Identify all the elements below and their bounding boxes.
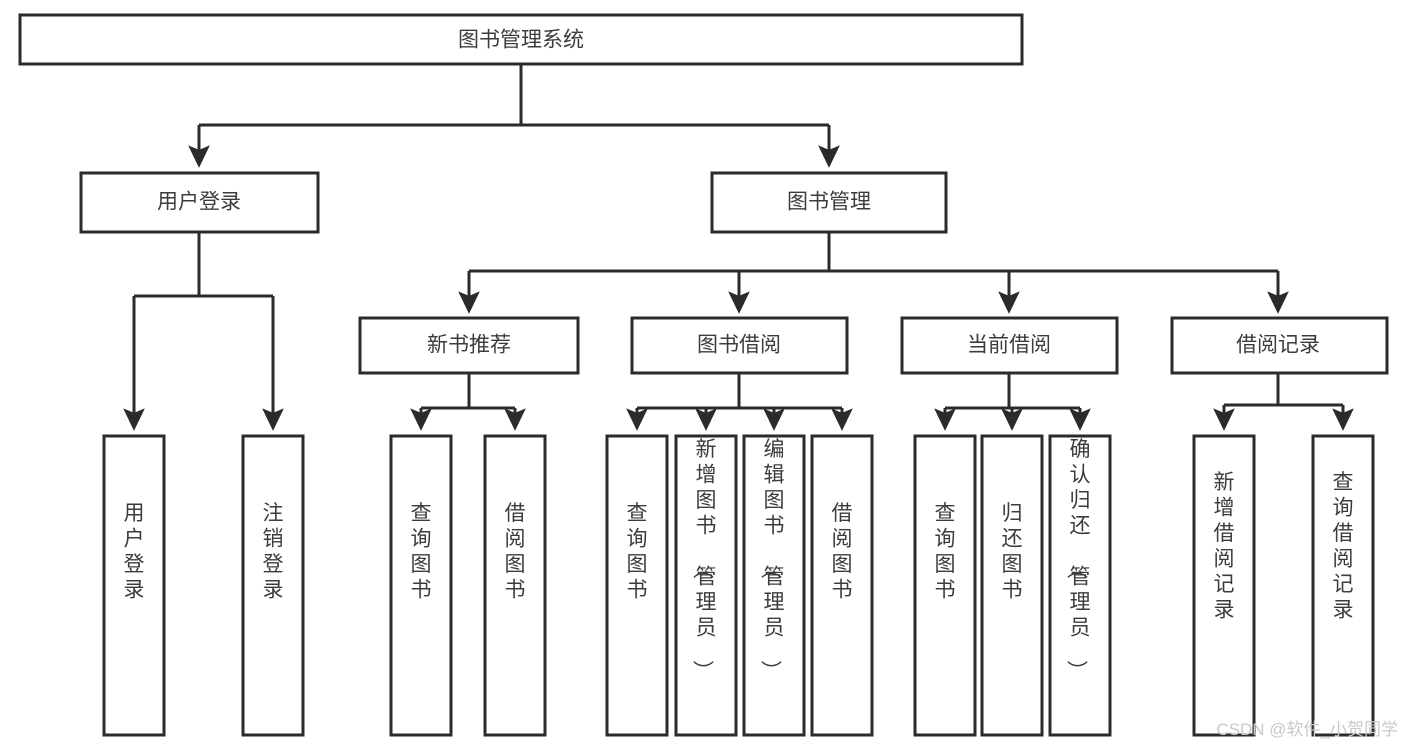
node-current-borrow[interactable]: 当前借阅 — [900, 316, 1119, 375]
leaf-borrow-lend-label: 借阅图书 — [832, 502, 853, 602]
leaf-user-login-label: 用户登录 — [124, 502, 145, 602]
leaf-rec-borrow-label: 借阅图书 — [505, 502, 526, 602]
leaf-rcd-add-label: 新增借阅记录 — [1214, 471, 1235, 622]
node-user-login-box[interactable] — [79, 171, 320, 234]
node-root[interactable]: 图书管理系统 — [18, 13, 1024, 66]
leaf-cur-return-box[interactable] — [980, 434, 1044, 737]
leaf-rec-query-label: 查询图书 — [411, 502, 432, 602]
leaf-borrow-add-label: 新增图书（管理员） — [691, 438, 717, 681]
node-book-borrow-label: 图书借阅 — [697, 334, 781, 357]
connector-layer — [123, 64, 1354, 431]
leaf-borrow-edit[interactable]: 编辑图书（管理员） — [742, 434, 806, 737]
node-book-manage-box[interactable] — [710, 171, 948, 234]
leaf-cur-return[interactable]: 归还图书 — [980, 434, 1044, 737]
leaf-cur-return-label: 归还图书 — [1002, 502, 1023, 602]
leaf-user-logout[interactable]: 注销登录 — [241, 434, 305, 737]
leaf-borrow-add-box[interactable] — [674, 434, 738, 737]
leaf-borrow-query-box[interactable] — [605, 434, 669, 737]
leaf-cur-query-label: 查询图书 — [935, 502, 956, 602]
node-new-book-rec-box[interactable] — [358, 316, 580, 375]
leaf-rcd-query-label: 查询借阅记录 — [1333, 471, 1354, 622]
leaf-borrow-query-label: 查询图书 — [627, 502, 648, 602]
leaf-borrow-edit-box[interactable] — [742, 434, 806, 737]
csdn-watermark: CSDN @软件_小贺同学 — [1216, 720, 1398, 739]
node-user-login-label: 用户登录 — [157, 191, 241, 214]
leaf-rec-query[interactable]: 查询图书 — [389, 434, 453, 737]
leaf-user-login-box[interactable] — [102, 434, 166, 737]
leaf-cur-confirm-box[interactable] — [1048, 434, 1112, 737]
leaf-user-logout-label: 注销登录 — [263, 502, 284, 602]
node-root-box[interactable] — [18, 13, 1024, 66]
leaf-borrow-edit-label: 编辑图书（管理员） — [759, 438, 785, 681]
leaf-rcd-query[interactable]: 查询借阅记录 — [1311, 434, 1375, 737]
node-book-borrow[interactable]: 图书借阅 — [630, 316, 849, 375]
leaf-borrow-lend-box[interactable] — [810, 434, 874, 737]
node-current-borrow-box[interactable] — [900, 316, 1119, 375]
leaf-rcd-query-box[interactable] — [1311, 434, 1375, 737]
leaf-rcd-add-box[interactable] — [1192, 434, 1256, 737]
node-borrow-record-box[interactable] — [1170, 316, 1389, 375]
leaf-rcd-add[interactable]: 新增借阅记录 — [1192, 434, 1256, 737]
leaf-rec-borrow-box[interactable] — [483, 434, 547, 737]
node-new-book-rec-label: 新书推荐 — [427, 334, 511, 357]
node-borrow-record-label: 借阅记录 — [1236, 334, 1320, 357]
node-current-borrow-label: 当前借阅 — [967, 334, 1051, 357]
leaf-borrow-add[interactable]: 新增图书（管理员） — [674, 434, 738, 737]
node-user-login[interactable]: 用户登录 — [79, 171, 320, 234]
leaf-borrow-lend[interactable]: 借阅图书 — [810, 434, 874, 737]
leaf-borrow-query[interactable]: 查询图书 — [605, 434, 669, 737]
node-new-book-rec[interactable]: 新书推荐 — [358, 316, 580, 375]
leaf-rec-query-box[interactable] — [389, 434, 453, 737]
leaf-cur-query[interactable]: 查询图书 — [913, 434, 977, 737]
leaf-cur-confirm[interactable]: 确认归还（管理员） — [1048, 434, 1112, 737]
node-borrow-record[interactable]: 借阅记录 — [1170, 316, 1389, 375]
leaf-user-logout-box[interactable] — [241, 434, 305, 737]
node-root-label: 图书管理系统 — [458, 29, 584, 52]
node-book-borrow-box[interactable] — [630, 316, 849, 375]
leaf-user-login[interactable]: 用户登录 — [102, 434, 166, 737]
node-book-manage-label: 图书管理 — [787, 191, 871, 214]
leaf-cur-query-box[interactable] — [913, 434, 977, 737]
leaf-rec-borrow[interactable]: 借阅图书 — [483, 434, 547, 737]
node-book-manage[interactable]: 图书管理 — [710, 171, 948, 234]
leaf-cur-confirm-label: 确认归还（管理员） — [1065, 438, 1091, 681]
